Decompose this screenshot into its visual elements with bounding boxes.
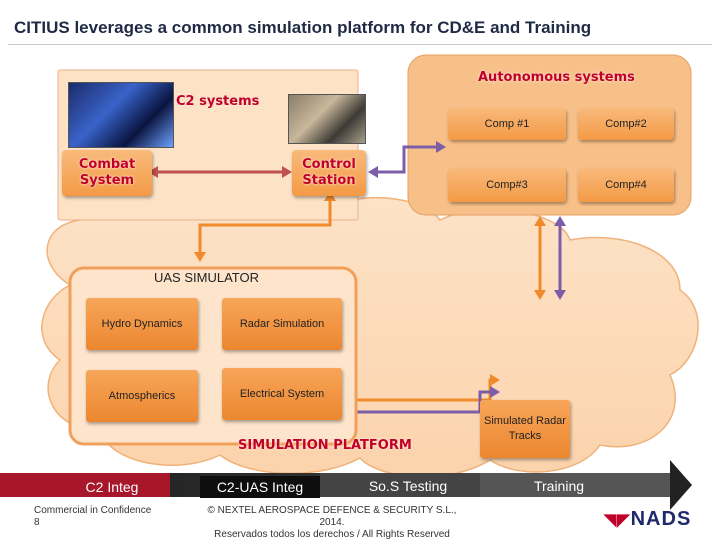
timeline-c2-integ: C2 Integ: [85, 479, 139, 495]
c2-operations-photo: [68, 82, 174, 148]
uas-simulator-heading: UAS SIMULATOR: [154, 270, 259, 285]
hydro-dynamics-box: Hydro Dynamics: [86, 298, 198, 350]
atmospherics-box: Atmospherics: [86, 370, 198, 422]
footer-confidence: Commercial in Confidence 8: [34, 505, 151, 529]
timeline-arrow: [0, 460, 692, 510]
c2-systems-heading: C2 systems: [176, 94, 260, 109]
page-title: CITIUS leverages a common simulation pla…: [14, 18, 592, 37]
comp-4-box: Comp#4: [578, 168, 674, 202]
logo-mark-icon: ◥◤: [604, 512, 631, 529]
comp-3-box: Comp#3: [448, 168, 566, 202]
radar-simulation-box: Radar Simulation: [222, 298, 342, 350]
autonomous-radar-arrow-2: [554, 216, 566, 300]
page-number: 8: [34, 517, 40, 528]
timeline-sos-testing: So.S Testing: [368, 478, 448, 494]
comp-2-box: Comp#2: [578, 108, 674, 140]
electrical-system-box: Electrical System: [222, 368, 342, 420]
control-autonomous-arrow: [368, 141, 446, 178]
comp-1-box: Comp #1: [448, 108, 566, 140]
combat-system-box: Combat System: [62, 150, 152, 196]
confidence-label: Commercial in Confidence: [34, 505, 152, 516]
timeline-c2-uas-integ: C2-UAS Integ: [200, 476, 320, 498]
simulated-radar-tracks-box: Simulated Radar Tracks: [480, 400, 570, 458]
title-divider: [8, 44, 712, 45]
logo-text: NADS: [630, 508, 692, 530]
timeline-training: Training: [533, 478, 585, 494]
autonomous-radar-arrow: [534, 216, 546, 300]
nads-logo: ◥◤NADS: [604, 508, 691, 531]
autonomous-systems-heading: Autonomous systems: [478, 70, 635, 85]
control-station-photo: [288, 94, 366, 144]
rights-line: Reservados todos los derechos / All Righ…: [214, 529, 450, 540]
combat-control-arrow: [148, 166, 292, 178]
control-station-box: Control Station: [292, 150, 366, 196]
simulation-platform-label: SIMULATION PLATFORM: [238, 438, 412, 453]
footer-copyright: © NEXTEL AEROSPACE DEFENCE & SECURITY S.…: [196, 505, 468, 541]
copyright-line: © NEXTEL AEROSPACE DEFENCE & SECURITY S.…: [207, 505, 457, 528]
control-uas-arrow: [194, 191, 336, 262]
